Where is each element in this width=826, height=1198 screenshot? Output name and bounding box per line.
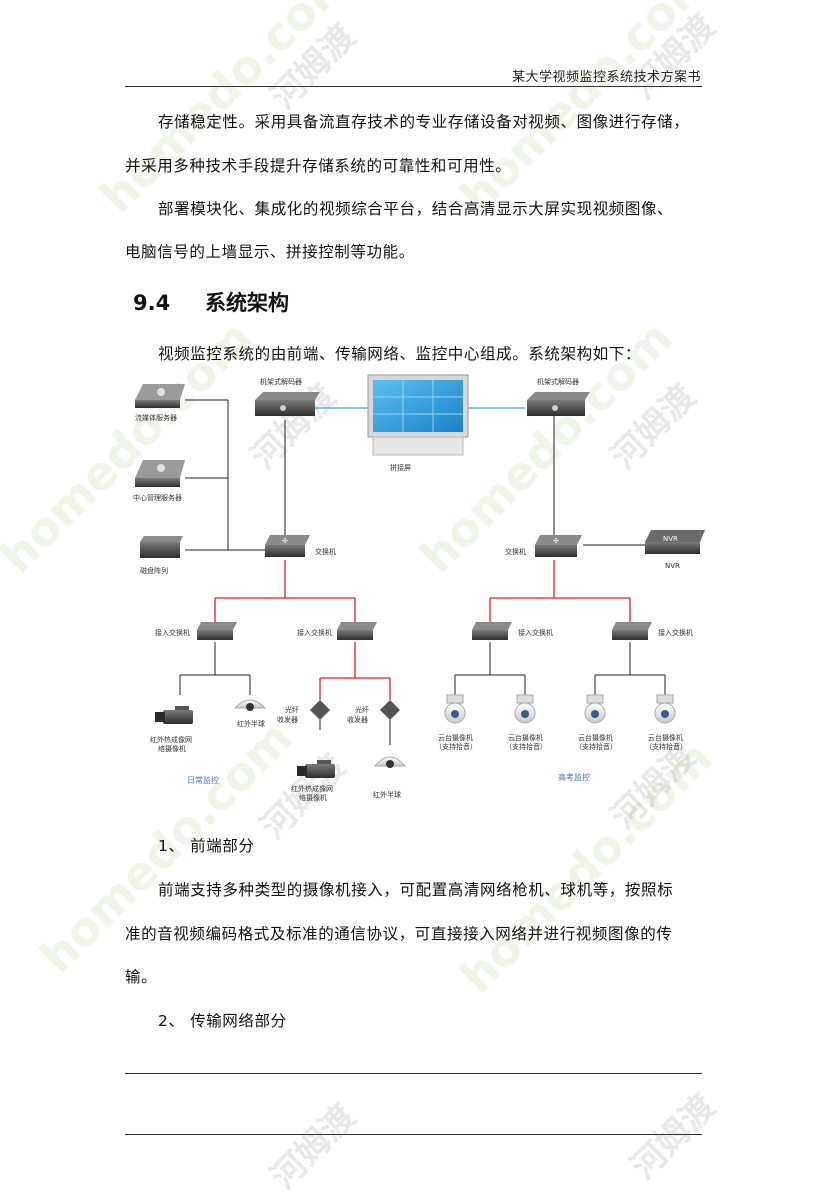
- paragraph-line: 前端支持多种类型的摄像机接入，可配置高清网络枪机、球机等，按照标: [158, 881, 674, 899]
- section-title: 系统架构: [205, 291, 289, 315]
- section-heading: 9.4 系统架构: [133, 287, 289, 317]
- list-item: 2、 传输网络部分: [158, 1012, 287, 1030]
- paragraph-line: 准的音视频编码格式及标准的通信协议，可直接接入网络并进行视频图像的传: [125, 925, 673, 943]
- system-architecture-diagram: 拼接屏 机架式解码器 机架式解码器 流媒体服务器 中心管理服务器 磁盘阵列 ✣ …: [133, 374, 705, 802]
- camera-label: （支持拾音）: [505, 742, 547, 751]
- transceiver-label: 收发器: [277, 715, 298, 724]
- watermark-text: 河姆渡: [263, 16, 364, 118]
- screen-label: 拼接屏: [390, 463, 411, 472]
- paragraph-line: 输。: [125, 968, 158, 986]
- watermark-text: 河姆渡: [623, 6, 724, 108]
- mgmt-server-label: 中心管理服务器: [133, 493, 182, 502]
- right-decoder-label: 机架式解码器: [537, 377, 579, 386]
- left-core-switch: ✣: [265, 535, 310, 557]
- disk-array-label: 磁盘阵列: [140, 566, 168, 575]
- splicing-screen: [367, 374, 469, 456]
- section-number: 9.4: [133, 291, 171, 315]
- access-switch-label: 接入交换机: [297, 628, 332, 637]
- access-switch-label: 接入交换机: [155, 628, 190, 637]
- access-switch-device: [337, 622, 377, 640]
- group-label-daily: 日常监控: [187, 775, 219, 785]
- camera-label: 络摄像机: [158, 744, 186, 753]
- camera-label: 红外半球: [237, 719, 265, 728]
- camera-label: （支持拾音）: [575, 742, 617, 751]
- paragraph-line: 存储稳定性。采用具备流直存技术的专业存储设备对视频、图像进行存储，: [158, 113, 690, 131]
- svg-text:✣: ✣: [282, 537, 288, 545]
- ptz-camera-icon: [514, 694, 536, 724]
- ir-thermal-camera-icon: [155, 706, 193, 724]
- watermark-text: 河姆渡: [263, 1096, 364, 1198]
- svg-text:✣: ✣: [553, 537, 559, 545]
- camera-label: 云台摄像机: [648, 733, 683, 742]
- paragraph-line: 电脑信号的上墙显示、拼接控制等功能。: [125, 243, 415, 261]
- ir-dome-camera-icon: [233, 699, 267, 711]
- link-lines-red: [214, 560, 631, 700]
- stream-server-label: 流媒体服务器: [135, 413, 177, 422]
- footer-rule: [125, 1134, 702, 1135]
- disk-array-device: [140, 536, 183, 558]
- camera-label: （支持拾音）: [435, 742, 477, 751]
- nvr-label: NVR: [665, 562, 680, 570]
- right-switch-label: 交换机: [505, 547, 526, 556]
- nvr-device: NVR: [645, 530, 705, 554]
- ir-dome-camera-icon: [373, 756, 407, 768]
- mgmt-server-device: [135, 460, 185, 487]
- left-decoder-label: 机架式解码器: [260, 377, 302, 386]
- fiber-transceiver-device: [380, 700, 400, 720]
- paragraph-line: 并采用多种技术手段提升存储系统的可靠性和可用性。: [125, 157, 512, 175]
- fiber-transceiver-device: [310, 700, 330, 720]
- camera-label: 红外热成像网: [150, 735, 192, 744]
- paragraph-line: 视频监控系统的由前端、传输网络、监控中心组成。系统架构如下：: [158, 345, 642, 363]
- nvr-badge-text: NVR: [663, 535, 678, 543]
- access-switch-label: 接入交换机: [658, 628, 693, 637]
- camera-label: 红外半球: [373, 790, 401, 799]
- access-switch-device: [612, 622, 652, 640]
- camera-label: 云台摄像机: [508, 733, 543, 742]
- transceiver-label: 收发器: [347, 715, 368, 724]
- access-switch-label: 接入交换机: [518, 628, 553, 637]
- ptz-camera-icon: [444, 694, 466, 724]
- access-switch-device: [472, 622, 512, 640]
- right-core-switch: ✣: [535, 535, 582, 557]
- group-label-exam: 高考监控: [558, 772, 590, 782]
- camera-label: （支持拾音）: [645, 742, 687, 751]
- ptz-camera-icon: [584, 694, 606, 724]
- ir-thermal-camera-icon: [297, 760, 335, 778]
- access-switch-device: [197, 622, 237, 640]
- page-header-title: 某大学视频监控系统技术方案书: [511, 70, 701, 85]
- stream-server-device: [135, 384, 185, 408]
- header-rule: [125, 86, 702, 87]
- transceiver-label: 光纤: [355, 705, 369, 714]
- list-item: 1、 前端部分: [158, 837, 255, 855]
- camera-label: 云台摄像机: [578, 733, 613, 742]
- camera-label: 络摄像机: [299, 793, 327, 802]
- camera-label: 云台摄像机: [438, 733, 473, 742]
- camera-label: 红外热成像网: [291, 784, 333, 793]
- ptz-camera-icon: [654, 694, 676, 724]
- left-decoder-device: [255, 392, 320, 416]
- paragraph-line: 部署模块化、集成化的视频综合平台，结合高清显示大屏实现视频图像、: [158, 200, 674, 218]
- left-switch-label: 交换机: [315, 547, 336, 556]
- right-decoder-device: [527, 392, 590, 416]
- transceiver-label: 光纤: [285, 705, 299, 714]
- footer-rule: [125, 1073, 702, 1074]
